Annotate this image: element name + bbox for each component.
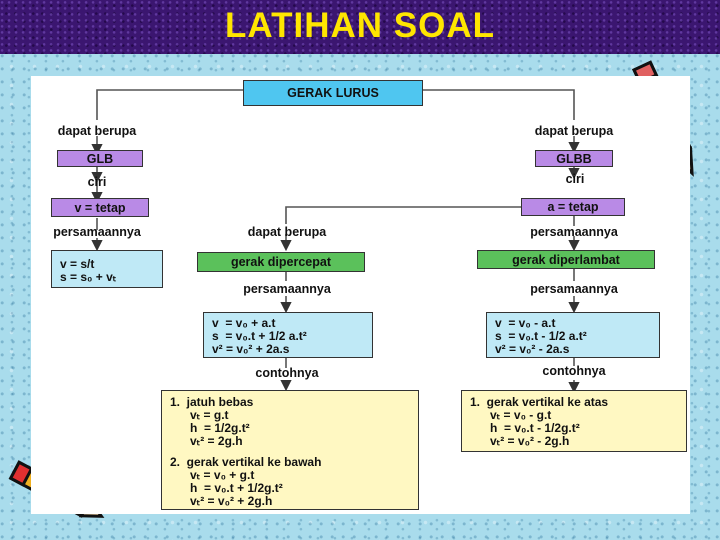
example-line: vₜ = v₀ + g.t — [170, 468, 255, 482]
label-ciri-left: ciri — [87, 175, 107, 189]
example-line: h = v₀.t + 1/2g.t² — [170, 481, 283, 495]
example-line: h = v₀.t - 1/2g.t² — [470, 421, 580, 435]
glb-label: GLB — [86, 151, 114, 166]
glb-equations: v = s/t s = s₀ + vₜ — [52, 255, 116, 284]
label-contoh-right: contohnya — [542, 364, 606, 378]
decelerated-equations: v = v₀ - a.t s = v₀.t - 1/2 a.t² v² = v₀… — [487, 314, 587, 356]
decelerated-examples-box: 1. gerak vertikal ke atas vₜ = v₀ - g.t … — [461, 390, 687, 452]
slide-title: LATIHAN SOAL — [225, 6, 495, 45]
concept-map-sheet: GERAK LURUS dapat berupa GLB ciri v = te… — [31, 76, 690, 514]
glb-property-label: v = tetap — [74, 200, 126, 215]
label-persamaan-right: persamaannya — [530, 225, 618, 239]
glb-equation: s = s₀ + vₜ — [60, 269, 117, 284]
example-line: 1. gerak vertikal ke atas — [470, 395, 609, 409]
decelerated-equation: v² = v₀² - 2a.s — [495, 342, 570, 356]
label-ciri-right: ciri — [565, 172, 585, 186]
example-line: vₜ² = v₀² - 2g.h — [470, 434, 570, 448]
glb-property-node: v = tetap — [51, 198, 149, 217]
glbb-node: GLBB — [535, 150, 613, 167]
root-label: GERAK LURUS — [287, 86, 379, 100]
example-line: vₜ = g.t — [170, 408, 229, 422]
decelerated-label: gerak diperlambat — [512, 252, 620, 267]
example-line: vₜ = v₀ - g.t — [470, 408, 552, 422]
glbb-property-label: a = tetap — [547, 200, 599, 214]
example-line: 1. jatuh bebas — [170, 395, 254, 409]
accelerated-examples: 1. jatuh bebas vₜ = g.t h = 1/2g.t² vₜ² … — [162, 391, 321, 508]
accelerated-node: gerak dipercepat — [197, 252, 365, 272]
label-persamaan-right-2: persamaannya — [530, 282, 618, 296]
decelerated-equations-box: v = v₀ - a.t s = v₀.t - 1/2 a.t² v² = v₀… — [486, 312, 660, 358]
accelerated-label: gerak dipercepat — [230, 255, 332, 269]
label-dapat-berupa-right: dapat berupa — [534, 124, 614, 138]
title-bar: LATIHAN SOAL — [0, 0, 720, 54]
label-dapat-berupa-left: dapat berupa — [57, 124, 137, 138]
example-line: h = 1/2g.t² — [170, 421, 250, 435]
root-node: GERAK LURUS — [243, 80, 423, 106]
glbb-property-node: a = tetap — [521, 198, 625, 216]
accelerated-equation: v = v₀ + a.t — [212, 316, 276, 330]
glbb-label: GLBB — [556, 151, 592, 166]
example-line: vₜ² = v₀² + 2g.h — [170, 494, 273, 508]
decelerated-equation: v = v₀ - a.t — [495, 316, 556, 330]
glb-node: GLB — [57, 150, 143, 167]
accelerated-equations: v = v₀ + a.t s = v₀.t + 1/2 a.t² v² = v₀… — [204, 314, 307, 356]
label-contoh-middle: contohnya — [255, 366, 319, 380]
accelerated-examples-box: 1. jatuh bebas vₜ = g.t h = 1/2g.t² vₜ² … — [161, 390, 419, 510]
label-persamaan-left: persamaannya — [53, 225, 141, 239]
accelerated-equation: s = v₀.t + 1/2 a.t² — [212, 329, 307, 343]
example-line: 2. gerak vertikal ke bawah — [170, 455, 322, 469]
label-dapat-berupa-middle: dapat berupa — [247, 225, 327, 239]
decelerated-node: gerak diperlambat — [477, 250, 655, 269]
label-persamaan-middle: persamaannya — [243, 282, 331, 296]
glb-equations-box: v = s/t s = s₀ + vₜ — [51, 250, 163, 288]
accelerated-equations-box: v = v₀ + a.t s = v₀.t + 1/2 a.t² v² = v₀… — [203, 312, 373, 358]
decelerated-equation: s = v₀.t - 1/2 a.t² — [495, 329, 587, 343]
accelerated-equation: v² = v₀² + 2a.s — [212, 342, 290, 356]
example-line: vₜ² = 2g.h — [170, 434, 243, 448]
glb-equation: v = s/t — [60, 256, 95, 271]
decelerated-examples: 1. gerak vertikal ke atas vₜ = v₀ - g.t … — [462, 391, 608, 448]
